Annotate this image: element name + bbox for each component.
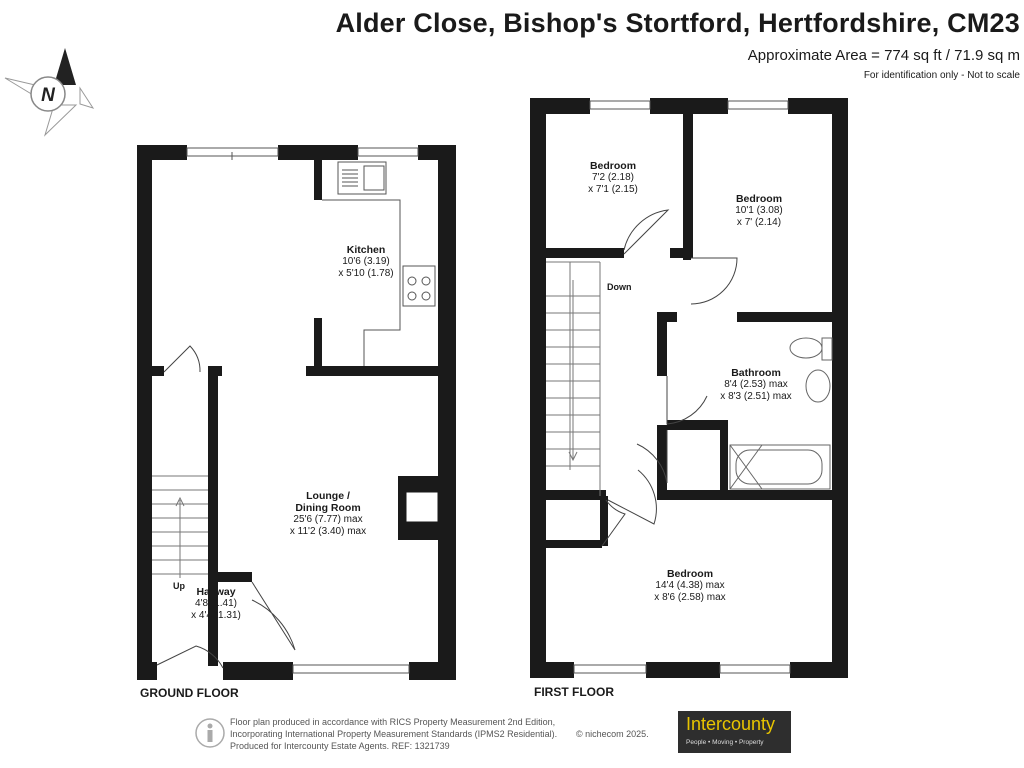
first-floor-walls — [530, 98, 848, 678]
compass-label: N — [41, 85, 56, 106]
lounge-label: Lounge / Dining Room 25'6 (7.77) max x 1… — [266, 490, 390, 538]
copyright: © nichecom 2025. — [576, 729, 649, 739]
kitchen-dim1: 10'6 (3.19) — [342, 256, 390, 267]
bedroom3-dim1: 14'4 (4.38) max — [655, 580, 725, 591]
bedroom1-dim1: 7'2 (2.18) — [592, 172, 634, 183]
first-stairs — [546, 261, 601, 496]
approximate-area: Approximate Area = 774 sq ft / 71.9 sq m — [747, 47, 1020, 64]
stairs-up-label: Up — [173, 581, 185, 591]
lounge-dim2: x 11'2 (3.40) max — [289, 526, 367, 537]
bedroom1-label: Bedroom 7'2 (2.18) x 7'1 (2.15) — [568, 160, 658, 196]
bedroom3-dim2: x 8'6 (2.58) max — [654, 592, 726, 603]
logo-tagline: People • Moving • Property — [686, 739, 764, 746]
kitchen-label: Kitchen 10'6 (3.19) x 5'10 (1.78) — [318, 244, 414, 280]
hallway-dim2: x 4'4 (1.31) — [191, 610, 241, 621]
kitchen-name: Kitchen — [346, 244, 386, 256]
bathroom-dim2: x 8'3 (2.51) max — [720, 391, 792, 402]
hallway-dim1: 4'8 (1.41) — [195, 598, 237, 609]
first-floor-label: FIRST FLOOR — [534, 685, 614, 699]
bedroom2-dim1: 10'1 (3.08) — [735, 205, 783, 216]
logo-brand: Intercounty — [686, 714, 776, 734]
footer-line-3: Produced for Intercounty Estate Agents. … — [230, 741, 450, 751]
bedroom2-label: Bedroom 10'1 (3.08) x 7' (2.14) — [714, 193, 804, 229]
lounge-name-1: Lounge / — [306, 490, 350, 502]
bathroom-fixtures — [729, 337, 833, 490]
identification-note: For identification only - Not to scale — [863, 70, 1020, 81]
bedroom2-dim2: x 7' (2.14) — [736, 217, 782, 228]
lounge-dim1: 25'6 (7.77) max — [293, 514, 363, 525]
bedroom1-dim2: x 7'1 (2.15) — [588, 184, 638, 195]
kitchen-dim2: x 5'10 (1.78) — [338, 268, 394, 279]
ground-floor-label: GROUND FLOOR — [140, 686, 239, 700]
intercounty-logo: Intercounty People • Moving • Property — [678, 711, 791, 753]
footer-disclaimer: Floor plan produced in accordance with R… — [230, 716, 557, 752]
ground-stairs — [152, 475, 208, 578]
hallway-name: Hallway — [196, 586, 236, 598]
bedroom1-name: Bedroom — [589, 160, 637, 172]
page-title: Alder Close, Bishop's Stortford, Hertfor… — [335, 8, 1020, 38]
footer-line-2: Incorporating International Property Mea… — [230, 729, 558, 739]
footer-line-1: Floor plan produced in accordance with R… — [230, 717, 556, 727]
stairs-down-label: Down — [607, 282, 632, 292]
bedroom3-name: Bedroom — [666, 568, 714, 580]
bathroom-label: Bathroom 8'4 (2.53) max x 8'3 (2.51) max — [706, 367, 806, 403]
hallway-label: Hallway 4'8 (1.41) x 4'4 (1.31) — [178, 586, 254, 622]
lounge-name-2: Dining Room — [295, 502, 361, 514]
first-windows — [573, 100, 791, 674]
bathroom-name: Bathroom — [731, 367, 781, 379]
compass-icon: N — [4, 48, 95, 137]
bedroom2-name: Bedroom — [735, 193, 783, 205]
bedroom3-label: Bedroom 14'4 (4.38) max x 8'6 (2.58) max — [640, 568, 740, 604]
bathroom-dim1: 8'4 (2.53) max — [724, 379, 788, 390]
